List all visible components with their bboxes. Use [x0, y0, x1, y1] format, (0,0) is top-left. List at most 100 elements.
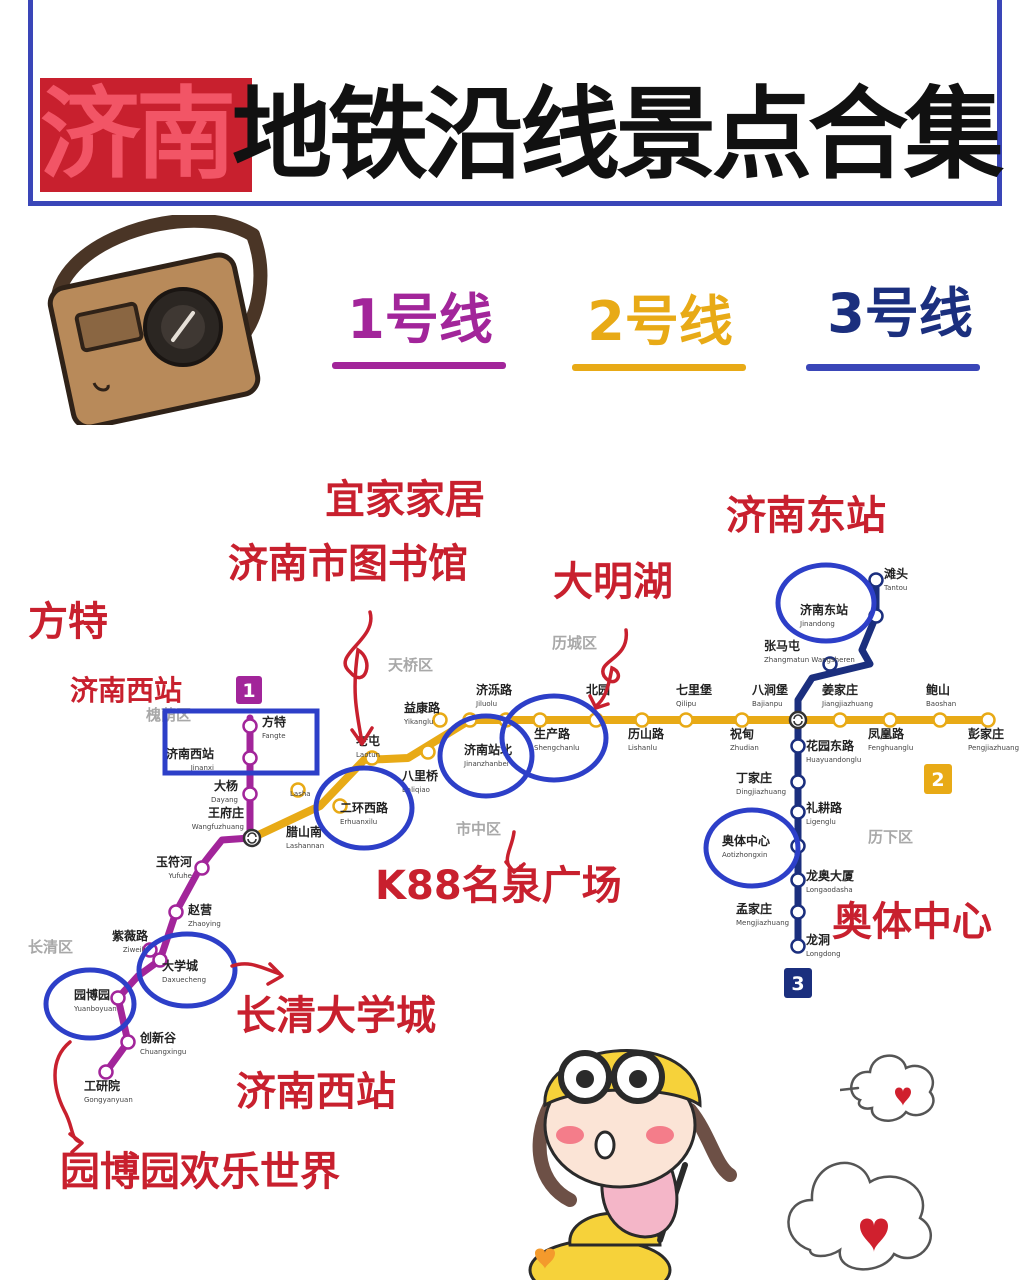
annotation-changqing-university: 长清大学城 — [236, 993, 436, 1039]
annotation-arrow — [343, 610, 373, 744]
line2-station-name: 济南站北 — [464, 742, 512, 757]
line1-station-dot — [152, 952, 168, 968]
line3-station-pinyin: Aotizhongxin — [722, 851, 767, 859]
line3-badge-number: 3 — [791, 973, 804, 995]
line3-station-dot — [790, 872, 806, 888]
highlight-circle — [775, 562, 877, 644]
line2-station-pinyin: Lasha — [290, 790, 311, 798]
line1-station-pinyin: Wangfuzhuang — [192, 823, 244, 831]
line1-station-name: 创新谷 — [139, 1030, 177, 1045]
line1-station-pinyin: Fangte — [262, 732, 286, 740]
line2-station-name: 姜家庄 — [822, 682, 858, 697]
line3-station-pinyin: Longdong — [806, 950, 841, 958]
line3-station-dot — [790, 938, 806, 954]
line2-station-pinyin: Laotun — [356, 751, 380, 759]
line2-station-name: 二环西路 — [340, 800, 389, 815]
page-title: 济南地铁沿线景点合集 — [40, 70, 1020, 200]
cloud-heart-icon — [787, 1161, 932, 1271]
line3-station-name: 龙洞 — [806, 932, 830, 947]
line3-station-name: 济南东站 — [800, 602, 848, 617]
line3-station-pinyin: Dingjiazhuang — [736, 788, 786, 796]
camera-icon — [47, 215, 268, 425]
line2-station-name: 祝甸 — [730, 726, 754, 741]
arrow-head-icon — [68, 1132, 84, 1154]
line2-station-dot — [882, 712, 898, 728]
line2-station-pinyin: Shengchanlu — [534, 744, 579, 752]
line2-station-pinyin: Pengjiazhuang — [968, 744, 1019, 752]
line2-station-pinyin: Jinanzhanbei — [463, 760, 509, 768]
line3-station-name: 丁家庄 — [736, 770, 772, 785]
line2-station-dot — [734, 712, 750, 728]
line2-station-dot — [432, 712, 448, 728]
line2-station-dot — [420, 744, 436, 760]
line1-station-name: 方特 — [262, 714, 286, 729]
line3-station-name: 奥体中心 — [722, 833, 770, 848]
line2-station-dot — [332, 798, 348, 814]
line1-station-pinyin: Chuangxingu — [140, 1048, 186, 1056]
interchange-arrows — [247, 832, 257, 844]
line1-station-name: 赵营 — [187, 902, 212, 917]
line2-station-name: 八里桥 — [401, 768, 439, 783]
title-rest-text: 地铁沿线景点合集 — [232, 76, 1004, 193]
line1-station-dot — [168, 904, 184, 920]
line3-station-pinyin: Zhangmatun Wangsheren — [764, 656, 855, 664]
highlight-circle — [499, 693, 609, 783]
line2-station-name: 八涧堡 — [751, 682, 788, 697]
annotation-jinan-east: 济南东站 — [726, 493, 886, 539]
line2-station-name: 历山路 — [628, 726, 665, 741]
line1-station-name: 大杨 — [214, 778, 238, 793]
line1-station-dot — [194, 860, 210, 876]
highlight-circle — [437, 713, 535, 799]
line3-station-name: 龙奥大厦 — [806, 868, 855, 883]
district-label-shizhong: 市中区 — [456, 820, 501, 838]
district-label-lixia: 历下区 — [868, 828, 913, 846]
line1-station-pinyin: Gongyanyuan — [84, 1096, 133, 1104]
highlight-circle — [703, 807, 801, 889]
line1-station-pinyin: Yufuhe — [167, 872, 192, 880]
annotation-arrow — [594, 628, 628, 708]
line1-station-name: 园博园 — [74, 987, 110, 1002]
line2-station-pinyin: Zhudian — [730, 744, 759, 752]
line2-station-dot — [832, 712, 848, 728]
line3-station-dot — [790, 804, 806, 820]
line3-station-name: 滩头 — [884, 566, 908, 581]
highlight-circle — [136, 931, 238, 1009]
line1-station-name: 王府庄 — [208, 805, 244, 820]
line3-station-name: 花园东路 — [806, 738, 855, 753]
line1-badge — [236, 676, 262, 704]
highlight-circle — [43, 967, 137, 1041]
annotation-daminghu: 大明湖 — [553, 559, 673, 605]
line3-station-dot — [868, 572, 884, 588]
line3-station-pinyin: Jinandong — [799, 620, 835, 628]
line3-station-pinyin: Longaodasha — [806, 886, 853, 894]
line1-station-pinyin: Dayang — [211, 796, 238, 804]
line2-station-pinyin: Baoshan — [926, 700, 956, 708]
line1-station-pinyin: Zhaoying — [188, 920, 221, 928]
annotation-arrow — [53, 1040, 82, 1144]
line2-station-name: 生产路 — [534, 726, 571, 741]
line1-station-name: 大学城 — [162, 958, 198, 973]
cartoon-girl-on-scooter — [528, 1049, 737, 1280]
line2-station-pinyin: Jiluolu — [475, 700, 497, 708]
highlight-box-fangte-jinanxi — [162, 708, 320, 776]
legend-line2-label: 2号线 — [587, 290, 733, 353]
legend-line1-label: 1号线 — [347, 288, 493, 351]
annotation-yijia: 宜家家居 — [325, 477, 485, 523]
arrow-head-icon — [588, 694, 610, 710]
line1-station-name: 工研院 — [84, 1078, 120, 1093]
line3-station-dot — [790, 738, 806, 754]
line2-station-name: 七里堡 — [676, 682, 712, 697]
line1-station-pinyin: Jinanxi — [190, 764, 214, 772]
line2-station-dot — [678, 712, 694, 728]
line2-station-pinyin: Fenghuanglu — [868, 744, 913, 752]
annotation-library: 济南市图书馆 — [228, 541, 468, 587]
line2-station-name: 彭家庄 — [968, 726, 1004, 741]
interchange-icon — [788, 710, 808, 730]
legend-line2-bar — [572, 364, 746, 371]
line3-station-name: 张马屯 — [764, 638, 800, 653]
line2-route — [248, 716, 994, 842]
line2-station-pinyin: Lashannan — [286, 842, 324, 850]
cloud-heart-icon — [840, 1054, 935, 1122]
line3-station-pinyin: Huayuandonglu — [806, 756, 861, 764]
line2-station-pinyin: Bajianpu — [752, 700, 783, 708]
